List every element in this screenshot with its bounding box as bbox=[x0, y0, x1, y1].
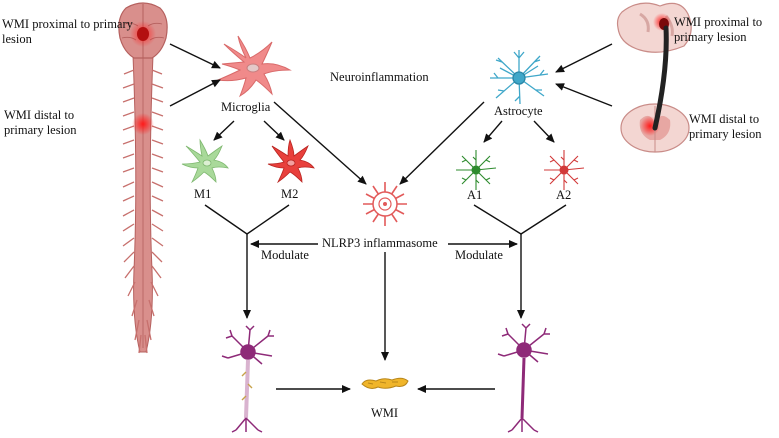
a1-a2-merge bbox=[473, 204, 567, 235]
label-modulate-left: Modulate bbox=[261, 248, 309, 262]
nlrp3-inflammasome-icon bbox=[363, 182, 407, 226]
arrow-distal-to-astrocyte bbox=[555, 83, 613, 107]
neuron-icon bbox=[221, 325, 274, 433]
brain-slice-icon bbox=[616, 2, 692, 53]
label-modulate-right: Modulate bbox=[455, 248, 503, 262]
m2-microglia-icon bbox=[267, 138, 315, 184]
label-astrocyte: Astrocyte bbox=[494, 104, 543, 118]
a2-astrocyte-icon bbox=[544, 150, 585, 190]
brain-icon bbox=[118, 2, 168, 59]
label-wmi-distal-right: WMI distal to primary lesion bbox=[689, 112, 762, 141]
label-a1: A1 bbox=[467, 188, 483, 202]
label-m2: M2 bbox=[281, 187, 299, 201]
spinal-cord-icon bbox=[122, 54, 164, 354]
label-a2: A2 bbox=[556, 188, 572, 202]
arrow-astrocyte-to-a2 bbox=[533, 120, 555, 143]
label-neuroinflammation: Neuroinflammation bbox=[330, 70, 429, 84]
connector-arrows bbox=[169, 43, 613, 393]
label-microglia: Microglia bbox=[221, 100, 271, 114]
microglia-icon bbox=[216, 35, 292, 98]
m1-microglia-icon bbox=[181, 138, 229, 184]
arrow-microglia-to-m2 bbox=[263, 120, 285, 141]
arrow-distal-to-microglia bbox=[169, 79, 221, 107]
arrow-astrocyte-to-a1 bbox=[483, 120, 503, 143]
a1-astrocyte-icon bbox=[456, 150, 497, 190]
label-m1: M1 bbox=[194, 187, 212, 201]
label-wmi-proximal-right: WMI proximal to primary lesion bbox=[674, 15, 763, 44]
label-wmi-distal-left: WMI distal to primary lesion bbox=[4, 108, 77, 137]
arrow-microglia-to-nlrp3 bbox=[273, 101, 367, 185]
arrow-proximal-to-microglia bbox=[169, 43, 221, 69]
lesion-connector bbox=[652, 25, 669, 131]
arrow-microglia-to-m1 bbox=[213, 120, 235, 141]
label-wmi: WMI bbox=[371, 406, 399, 420]
label-wmi-proximal-left: WMI proximal to primary lesion bbox=[2, 17, 133, 46]
m1-m2-merge bbox=[204, 204, 290, 235]
label-nlrp3-inflammasome: NLRP3 inflammasome bbox=[320, 236, 440, 251]
damaged-axon-icon bbox=[361, 377, 409, 389]
arrow-proximal-to-astrocyte bbox=[555, 43, 613, 73]
arrow-astrocyte-to-nlrp3 bbox=[399, 101, 485, 185]
astrocyte-icon bbox=[490, 50, 549, 105]
neuron-icon bbox=[497, 323, 550, 433]
